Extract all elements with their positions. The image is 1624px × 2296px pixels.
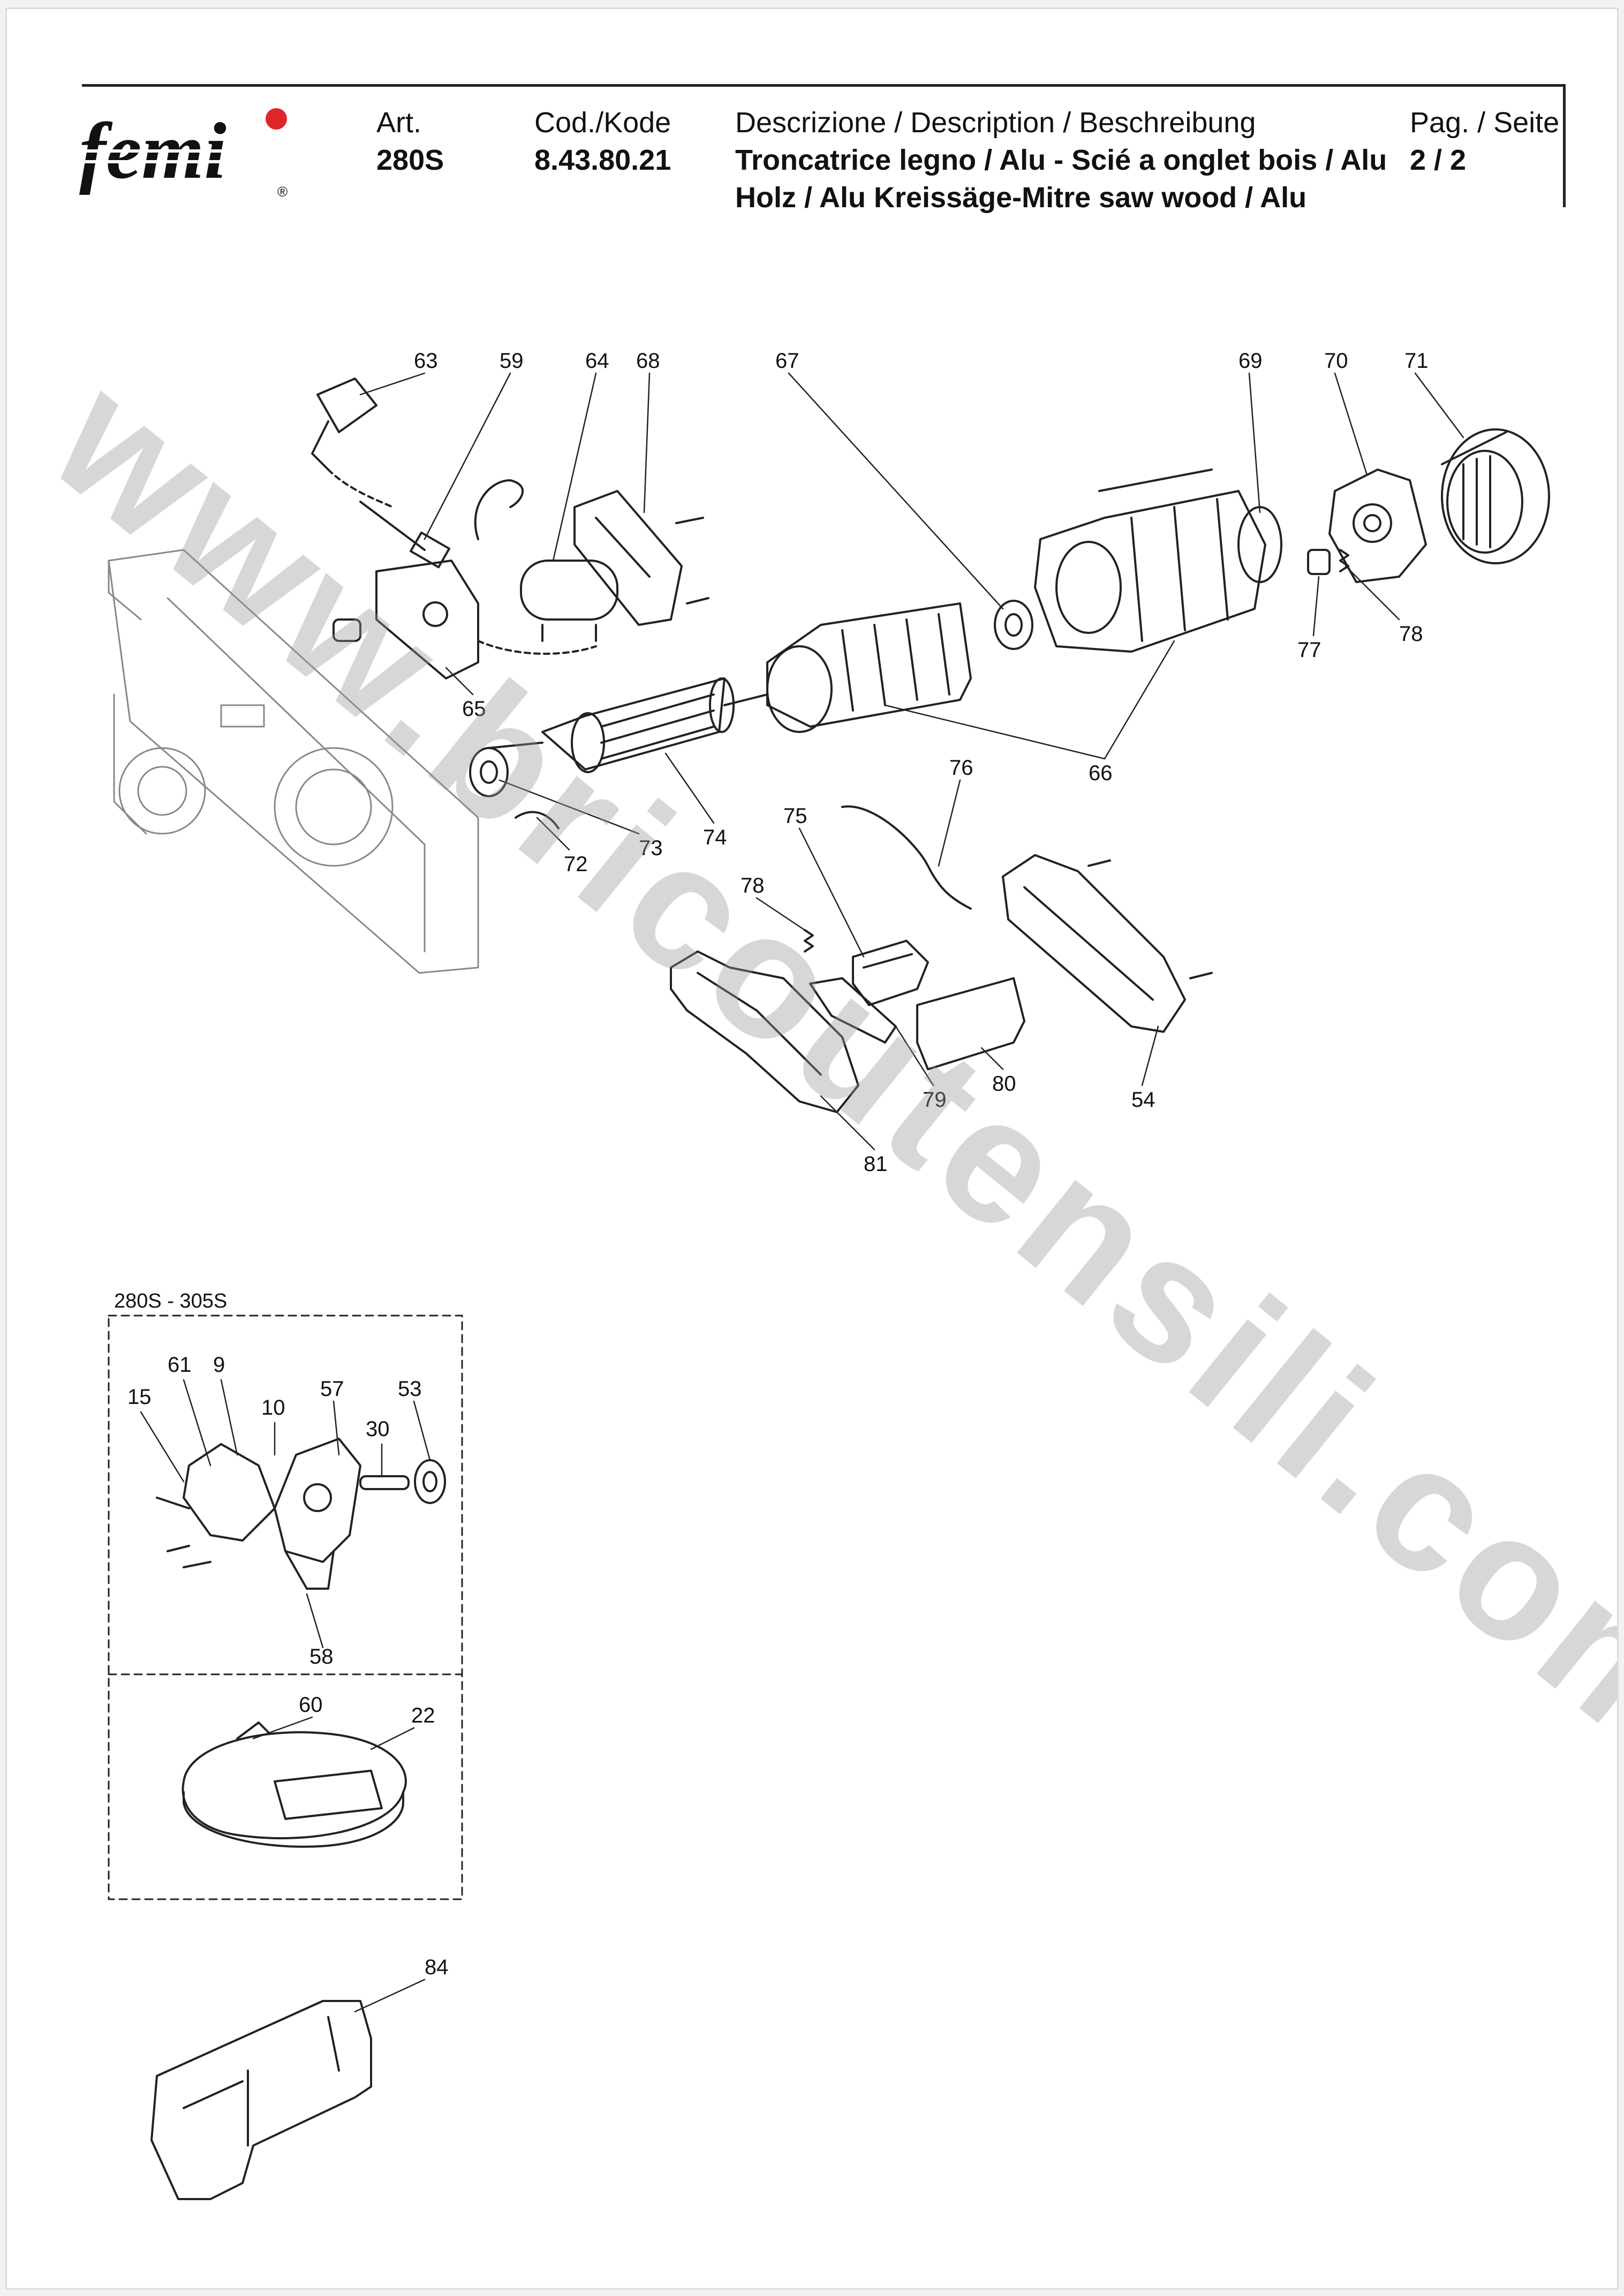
switch-lever-79 (809, 977, 897, 1044)
base-frame (108, 549, 479, 974)
callout-73: 73 (639, 836, 663, 860)
leader-lines (140, 372, 1464, 2013)
capacitor-bracket (573, 490, 709, 626)
callout-65: 65 (462, 697, 486, 721)
callout-84: 84 (425, 1955, 449, 1979)
rotor (488, 677, 768, 773)
switch-assembly (333, 479, 597, 679)
cable-76 (841, 805, 972, 910)
callout-60: 60 (299, 1693, 323, 1717)
callout-78b: 78 (741, 874, 765, 897)
callout-59: 59 (500, 349, 524, 373)
capacitor (520, 560, 618, 642)
fan-cover-71 (1441, 428, 1550, 564)
header: femi ® Art. 280S Cod./Kode 8.43.80.21 De… (7, 9, 1617, 234)
callout-68: 68 (636, 349, 660, 373)
callout-75: 75 (783, 804, 807, 828)
end-cap-70 (1328, 469, 1427, 583)
callout-81: 81 (864, 1152, 888, 1176)
page-value: 2 / 2 (1410, 144, 1467, 176)
callout-77: 77 (1297, 638, 1321, 662)
callout-78: 78 (1399, 622, 1423, 646)
exploded-view-diagram: 63 59 64 68 67 69 70 71 77 78 65 66 76 7… (108, 349, 1550, 2200)
callout-74: 74 (703, 826, 727, 849)
callout-10: 10 (261, 1396, 285, 1419)
callout-15: 15 (127, 1385, 152, 1409)
art-label: Art. (376, 107, 422, 139)
bearing-67 (994, 600, 1033, 650)
callout-61: 61 (168, 1353, 192, 1377)
callout-80: 80 (992, 1072, 1016, 1096)
inset-box-title: 280S - 305S (114, 1290, 227, 1312)
spring-78b (804, 929, 814, 953)
stator (766, 602, 972, 733)
parts-sheet: femi ® Art. 280S Cod./Kode 8.43.80.21 De… (5, 7, 1619, 2290)
part-84 (150, 2000, 372, 2200)
callout-54: 54 (1131, 1088, 1155, 1112)
clip-72 (515, 811, 560, 829)
description-label: Descrizione / Description / Beschreibung (735, 107, 1256, 139)
logo-dot (266, 108, 287, 130)
callout-69: 69 (1238, 349, 1263, 373)
turntable-disc (182, 1721, 407, 1848)
brush-assembly-75 (852, 940, 929, 1006)
header-rule (82, 84, 1565, 87)
callout-79: 79 (923, 1088, 947, 1112)
switch-block-80 (916, 977, 1025, 1070)
handle-cover-54 (1002, 854, 1213, 1033)
page-label: Pag. / Seite (1410, 107, 1560, 139)
callout-30: 30 (366, 1417, 390, 1441)
variant-inset-box (108, 1315, 463, 1900)
callout-76: 76 (949, 756, 973, 780)
motor-housing (1034, 469, 1266, 653)
bearing-73 (469, 747, 509, 797)
callout-53: 53 (398, 1377, 422, 1401)
svg-text:®: ® (277, 184, 288, 200)
header-rule-right (1563, 84, 1566, 207)
callout-70: 70 (1324, 349, 1348, 373)
spring-78 (1339, 549, 1349, 572)
callout-66: 66 (1089, 761, 1113, 785)
callout-71: 71 (1404, 349, 1429, 373)
callout-72: 72 (564, 852, 588, 876)
power-plug (311, 377, 394, 508)
description-line-2: Holz / Alu Kreissäge-Mitre saw wood / Al… (735, 182, 1307, 214)
callout-67: 67 (775, 349, 799, 373)
callout-57: 57 (320, 1377, 344, 1401)
callout-22: 22 (411, 1704, 435, 1727)
femi-logo: femi ® (77, 107, 288, 200)
handle-81 (670, 950, 859, 1113)
callout-58: 58 (309, 1645, 334, 1668)
callout-64: 64 (585, 349, 609, 373)
art-value: 280S (376, 144, 444, 176)
bevel-bracket-assembly (156, 1438, 446, 1590)
callout-63: 63 (414, 349, 438, 373)
description-line-1: Troncatrice legno / Alu - Scié a onglet … (735, 144, 1387, 176)
brush-77 (1307, 549, 1331, 575)
callout-9: 9 (213, 1353, 225, 1377)
code-label: Cod./Kode (534, 107, 671, 139)
callout-labels: 63 59 64 68 67 69 70 71 77 78 65 66 76 7… (114, 349, 1429, 1979)
code-value: 8.43.80.21 (534, 144, 671, 176)
